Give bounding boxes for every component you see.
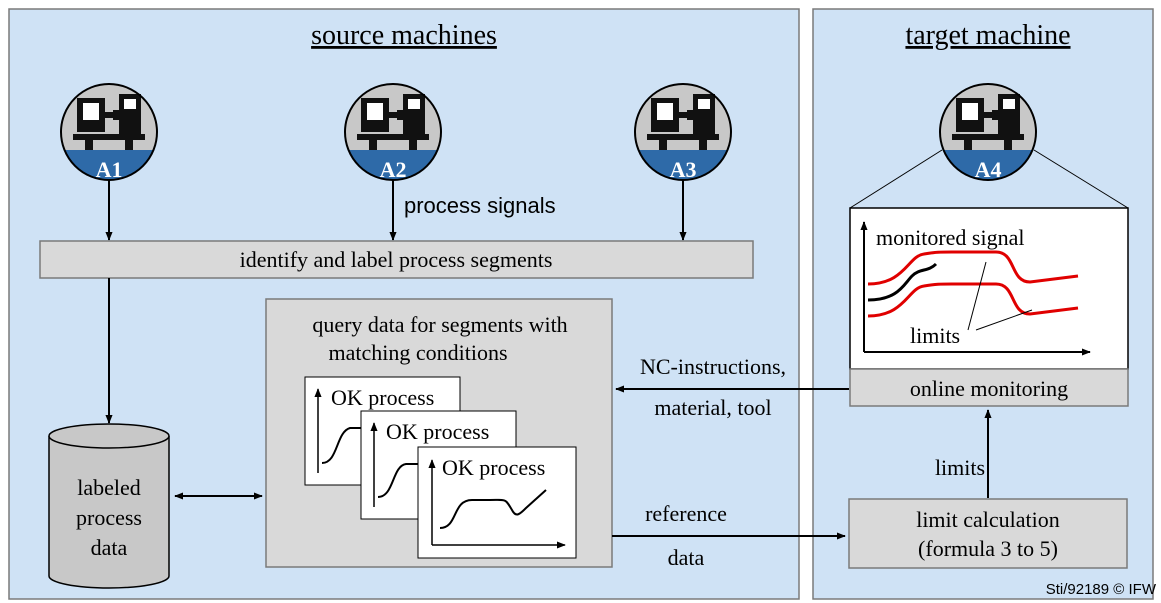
machine-a3-label: A3 bbox=[670, 157, 697, 182]
ok-process-curve-2 bbox=[377, 463, 418, 498]
monitored-signal-curve bbox=[867, 262, 938, 302]
reference-data-line2: data bbox=[668, 545, 705, 570]
limit-calculation-box bbox=[848, 498, 1128, 569]
limit-lower-curve bbox=[867, 282, 1079, 318]
limit-upper-curve bbox=[867, 250, 1079, 286]
limits-arrow-label: limits bbox=[935, 455, 985, 480]
monitored-signal-label: monitored signal bbox=[876, 225, 1024, 250]
labeled-process-data-database: labeled process data bbox=[48, 423, 170, 589]
identify-segments-label: identify and label process segments bbox=[240, 247, 553, 272]
machine-a1: A1 bbox=[59, 84, 159, 190]
machine-a4: A4 bbox=[938, 84, 1038, 190]
reference-data-line1: reference bbox=[645, 501, 727, 526]
machine-a1-label: A1 bbox=[96, 157, 123, 182]
machine-a2: A2 bbox=[343, 84, 443, 190]
target-machine-title: target machine bbox=[905, 20, 1070, 51]
ok-process-curve-1 bbox=[321, 427, 361, 464]
query-label-line2: matching conditions bbox=[328, 340, 507, 365]
source-machines-title: source machines bbox=[311, 20, 497, 51]
limit-calculation-line1: limit calculation bbox=[916, 507, 1060, 532]
monitored-signal-chart bbox=[849, 207, 1129, 370]
nc-instructions-line2: material, tool bbox=[654, 395, 771, 420]
database-label-line1: labeled bbox=[77, 475, 141, 500]
limits-inner-label: limits bbox=[910, 323, 960, 348]
online-monitoring-box bbox=[849, 368, 1129, 407]
identify-segments-box bbox=[39, 240, 754, 279]
query-label-line1: query data for segments with bbox=[312, 312, 567, 337]
limits-pointer-2 bbox=[975, 309, 1033, 331]
ok-process-card-3: OK process bbox=[417, 446, 577, 559]
ok-process-label-2: OK process bbox=[386, 419, 489, 444]
credit-label: Sti/92189 © IFW bbox=[1046, 581, 1157, 598]
ok-process-curve bbox=[439, 489, 547, 529]
machine-a2-label: A2 bbox=[380, 157, 407, 182]
nc-instructions-line1: NC-instructions, bbox=[640, 354, 786, 379]
ok-process-label-3: OK process bbox=[442, 455, 545, 480]
database-label-line3: data bbox=[91, 535, 128, 560]
limit-calculation-line2: (formula 3 to 5) bbox=[918, 536, 1058, 561]
zoom-line-right bbox=[1033, 149, 1129, 209]
limits-pointer-1 bbox=[967, 261, 987, 331]
process-signals-label: process signals bbox=[404, 193, 556, 218]
zoom-line-left bbox=[849, 149, 943, 209]
database-label-line2: process bbox=[76, 505, 142, 530]
machine-a4-label: A4 bbox=[975, 157, 1002, 182]
machine-a3: A3 bbox=[633, 84, 733, 190]
online-monitoring-label: online monitoring bbox=[910, 376, 1068, 401]
ok-process-label-1: OK process bbox=[331, 385, 434, 410]
